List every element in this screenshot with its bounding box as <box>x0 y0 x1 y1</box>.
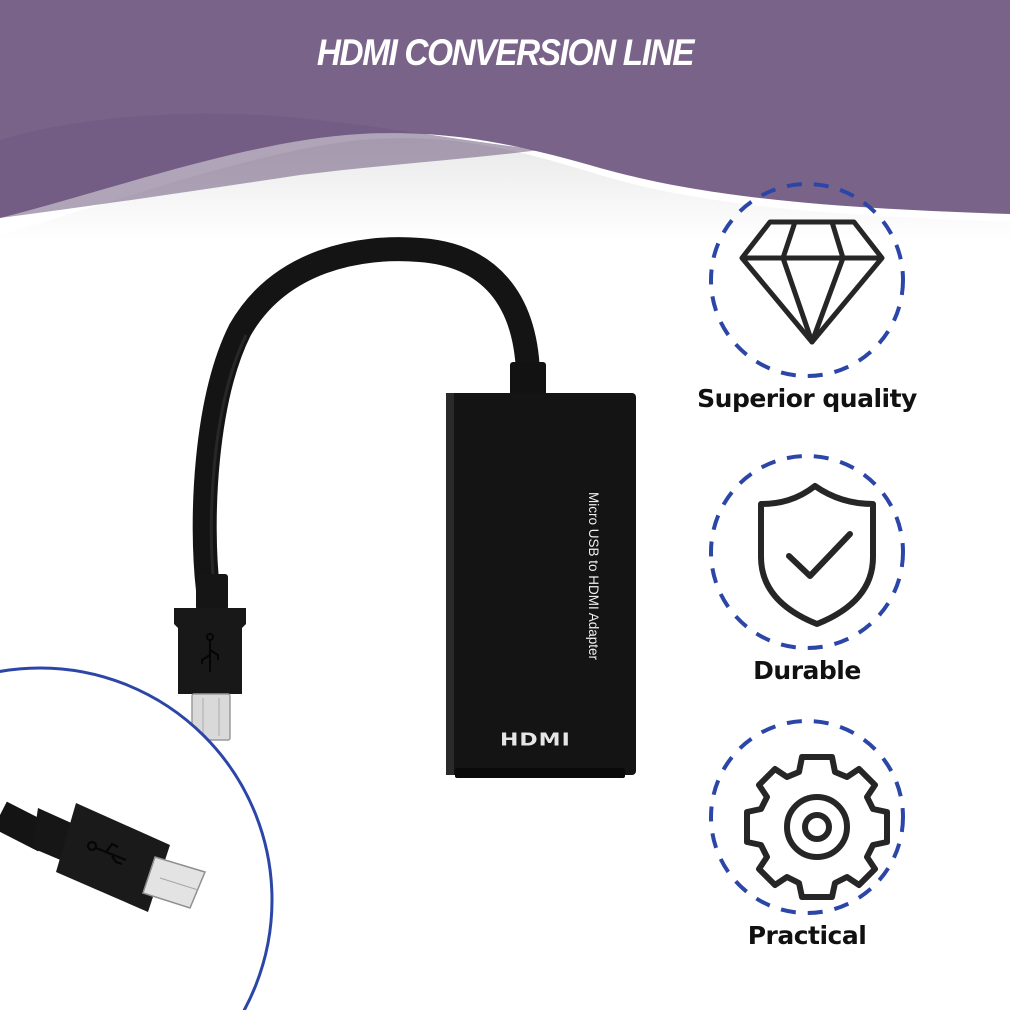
feature-superior-quality: Superior quality <box>697 180 917 413</box>
product-image <box>0 237 636 1010</box>
header-banner <box>0 0 1010 240</box>
shield-check-icon <box>709 454 905 650</box>
feature-practical: Practical <box>697 717 917 950</box>
diamond-icon <box>709 182 905 378</box>
page-title: HDMI CONVERSION LINE <box>316 32 695 73</box>
feature-label: Durable <box>753 656 861 685</box>
gear-icon <box>709 719 905 915</box>
feature-durable: Durable <box>697 452 917 685</box>
adapter-label: Micro USB to HDMI Adapter <box>586 492 601 661</box>
feature-label: Superior quality <box>697 384 917 413</box>
hdmi-logo: HDMI <box>500 730 571 751</box>
feature-label: Practical <box>747 921 867 950</box>
